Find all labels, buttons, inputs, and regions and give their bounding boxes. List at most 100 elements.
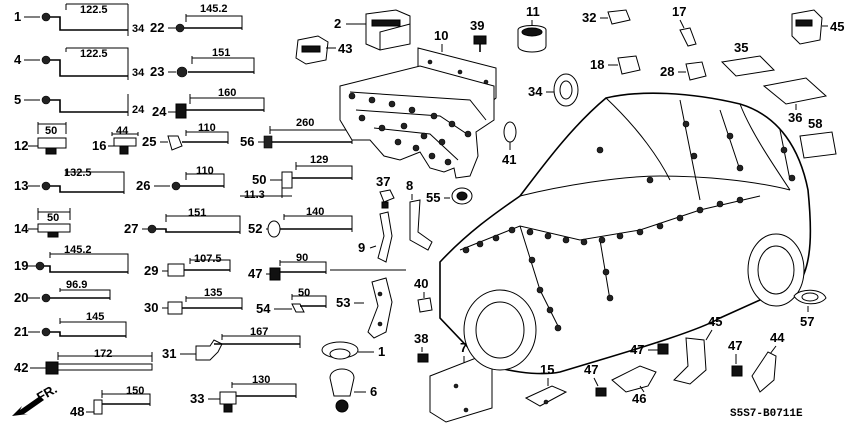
part-13-clip[interactable]: 13 132.5 — [14, 167, 125, 194]
part-7-cover[interactable]: 7 — [429, 340, 493, 423]
part-38-bolt[interactable]: 38 — [414, 331, 429, 363]
part-23-clip[interactable]: 23 151 — [150, 47, 255, 79]
part-35-pad[interactable]: 35 — [720, 40, 776, 77]
callout-3: 1 — [14, 9, 21, 24]
part-46-bracket[interactable]: 46 — [611, 365, 657, 406]
part-6-grommet[interactable]: 6 — [329, 368, 377, 413]
part-47-bolt-right[interactable]: 47 — [728, 338, 743, 377]
part-19-clip[interactable]: 19 145.2 — [14, 244, 129, 274]
part-9-bracket[interactable]: 9 — [358, 211, 393, 263]
callout-16: 16 — [92, 138, 106, 153]
callout-45: 45 — [708, 314, 722, 329]
callout-15: 15 — [540, 362, 554, 377]
part-57-clip[interactable]: 56 260 — [240, 117, 353, 149]
callout-18: 18 — [590, 57, 604, 72]
callout-2: 2 — [334, 16, 341, 31]
part-5-clip[interactable]: 5 24 — [14, 92, 145, 116]
part-16-clip[interactable]: 16 44 — [92, 125, 139, 155]
part-20-clip[interactable]: 20 96.9 — [14, 279, 111, 305]
callout-11: 11 — [526, 4, 540, 19]
part-33-clip[interactable]: 33 130 — [190, 374, 297, 413]
part-2-box[interactable]: 2 — [334, 9, 411, 51]
part-18-clip[interactable]: 18 — [590, 55, 641, 75]
part-15-bracket[interactable]: 15 — [524, 362, 568, 407]
dim-29-length: 107.5 — [194, 253, 222, 265]
dim-53-length: 140 — [306, 206, 324, 218]
part-14-clip[interactable]: 14 50 — [14, 208, 71, 238]
part-52-clip[interactable]: 48 150 — [70, 385, 151, 419]
part-21-clip[interactable]: 21 145 — [14, 311, 127, 339]
part-48-clip[interactable]: 47 90 — [248, 252, 327, 281]
callout-34: 34 — [528, 84, 543, 99]
diagram-code: S5S7-B0711E — [730, 408, 803, 420]
part-50-connector[interactable]: 45 — [791, 9, 844, 45]
part-39-bolt[interactable]: 39 — [470, 18, 487, 52]
part-58-ring[interactable]: 57 — [793, 289, 827, 329]
callout-55: 54 — [256, 301, 271, 316]
part-30-clip[interactable]: 30 135 — [144, 287, 243, 315]
dim-23-length: 151 — [212, 47, 230, 59]
dim-57-length: 260 — [296, 117, 314, 129]
part-41-ring[interactable]: 41 — [502, 121, 517, 167]
part-37-clip[interactable]: 37 — [376, 174, 395, 209]
part-34-grommet[interactable]: 34 — [528, 73, 579, 107]
callout-43: 43 — [338, 41, 352, 56]
part-54-bracket[interactable]: 53 — [336, 277, 393, 339]
part-25-clip[interactable]: 25 110 — [142, 122, 229, 151]
dim-42-length: 172 — [94, 348, 112, 360]
part-47-bolt-middle[interactable]: 47 — [630, 342, 669, 357]
part-8-bracket[interactable]: 8 — [406, 178, 433, 251]
callout-32: 32 — [582, 10, 596, 25]
dim-5-height: 24 — [132, 104, 145, 116]
part-53-clip[interactable]: 52 140 — [248, 206, 353, 238]
part-29-clip[interactable]: 29 107.5 — [144, 253, 231, 278]
part-43-relay[interactable]: 43 — [295, 35, 352, 65]
part-51-clip[interactable]: 50 129 11.3 — [240, 154, 353, 201]
part-24-clip[interactable]: 24 160 — [152, 87, 265, 119]
part-4-clip[interactable]: 4 122.5 34 — [14, 47, 145, 80]
part-32-clip[interactable]: 32 — [582, 9, 631, 25]
part-45-bracket[interactable]: 45 — [673, 314, 722, 385]
callout-50: 45 — [830, 19, 844, 34]
part-28-clip[interactable]: 28 — [660, 61, 707, 81]
dim-51-length: 129 — [310, 154, 328, 166]
part-44-bracket[interactable]: 44 — [751, 330, 785, 393]
part-55-clip[interactable]: 54 50 — [256, 287, 327, 316]
dim-55-length: 50 — [298, 287, 310, 299]
dashboard-harness[interactable] — [339, 65, 495, 179]
part-59-pad[interactable]: 58 — [799, 116, 837, 159]
part-22-clip[interactable]: 22 145.2 — [150, 3, 243, 35]
callout-10: 10 — [434, 28, 448, 43]
part-11-grommet[interactable]: 11 — [517, 4, 547, 53]
callout-47-middle: 47 — [630, 342, 644, 357]
callout-47-right: 47 — [728, 338, 742, 353]
callout-42: 42 — [14, 360, 28, 375]
part-17-clip[interactable]: 17 — [672, 4, 697, 47]
dim-16-width: 44 — [116, 125, 129, 137]
callout-27: 27 — [124, 221, 138, 236]
part-36-pad[interactable]: 36 — [762, 77, 828, 125]
callout-4: 4 — [14, 52, 22, 67]
dim-4-length: 122.5 — [80, 48, 108, 60]
callout-24: 24 — [152, 104, 167, 119]
dim-12-width: 50 — [45, 125, 57, 137]
part-26-clip[interactable]: 26 110 — [136, 165, 225, 193]
vehicle-body — [439, 92, 812, 375]
part-40-clip[interactable]: 40 — [414, 276, 433, 313]
callout-56: 55 — [426, 190, 440, 205]
callout-23: 23 — [150, 64, 164, 79]
part-27-clip[interactable]: 27 151 — [124, 207, 241, 236]
dim-4-height: 34 — [132, 67, 145, 79]
part-31-clip[interactable]: 31 167 — [162, 326, 301, 361]
part-56-plug[interactable]: 55 — [426, 187, 473, 205]
part-12-clip[interactable]: 12 50 — [14, 122, 67, 155]
part-42-tie[interactable]: 42 172 — [14, 348, 153, 375]
dim-13-length: 132.5 — [64, 167, 92, 179]
dim-20-length: 96.9 — [66, 279, 87, 291]
part-1-grommet[interactable]: 1 — [321, 341, 385, 360]
callout-41: 41 — [502, 152, 516, 167]
callout-46: 46 — [632, 391, 646, 406]
part-3-clip[interactable]: 1 122.5 34 — [14, 3, 145, 36]
part-47-bolt-left[interactable]: 47 — [584, 362, 607, 397]
callout-19: 19 — [14, 258, 28, 273]
